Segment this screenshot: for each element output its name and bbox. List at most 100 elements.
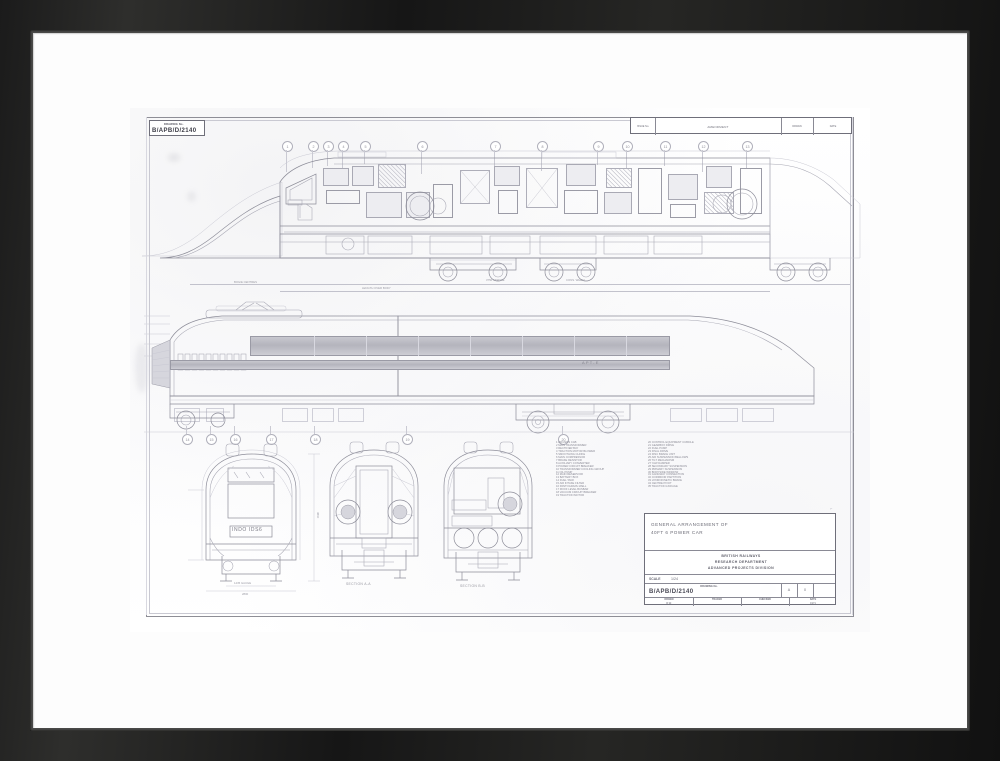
equipment-module-hatched: [378, 164, 406, 188]
parts-list-item: 13 BATTERY BOX: [556, 476, 579, 480]
side-elevation-bogies: [144, 403, 854, 434]
dimension-line: [280, 291, 770, 292]
sheet-border-inner: [149, 120, 851, 614]
parts-list-item: 20 CONTROL EQUIPMENT CUBICLE: [648, 441, 694, 444]
title-block-dwg-no-label: DRAWING No.: [700, 584, 718, 588]
sheet-border-outer: [146, 117, 854, 617]
dimension-text: 3810: [316, 512, 320, 519]
bodyside-glazing-band: [170, 360, 670, 370]
dimension-text: 2800: [242, 592, 249, 596]
parts-list-item: 17 ROOF LEVEL BUSBAR: [556, 488, 589, 492]
equipment-module-braced: [526, 168, 558, 208]
title-block: GENERAL ARRANGEMENT OF 40FT 6 POWER CAR …: [644, 513, 836, 606]
organisation-line1: BRITISH RAILWAYS: [721, 554, 761, 558]
equipment-module: [668, 174, 698, 200]
drawing-title-line2: 40FT 6 POWER CAR: [651, 529, 704, 535]
parts-list-item: 15 AIR INTAKE FILTER: [556, 482, 585, 486]
drawing-number-label: DRAWING No.: [164, 122, 184, 126]
callout-leader: [312, 150, 313, 168]
footer-date-label: DATE: [809, 598, 817, 601]
callout-balloon: 5: [360, 141, 371, 152]
revision-col-issue: ISSUE No.: [636, 125, 650, 128]
parts-list-item: 14 FUEL TANK: [556, 479, 575, 483]
paper-blemish: [135, 343, 149, 393]
parts-list-item: 21 GEARBOX DRIVE: [648, 443, 674, 447]
equipment-module: [706, 166, 732, 188]
parts-list-item: 19 TRACTION MOTOR: [556, 494, 585, 498]
callout-balloon: 18: [310, 434, 321, 445]
callout-balloon: 20: [558, 434, 569, 445]
parts-list-item: 8 AUXILIARY CONVERTER: [556, 461, 590, 465]
section-aa-geometry: [329, 441, 419, 579]
callout-balloon: 9: [593, 141, 604, 152]
view-section-bb: SECTION B-B: [422, 438, 552, 590]
equipment-module: [564, 190, 598, 214]
equipment-module: [323, 168, 349, 186]
parts-list-item: 10 TRANSFORMER COOLING GROUP: [556, 467, 605, 471]
callout-balloon: 10: [622, 141, 633, 152]
equipment-module: [326, 190, 360, 204]
parts-list-item: 12 MAIN RESERVOIR: [556, 473, 583, 477]
callout-balloon: 19: [402, 434, 413, 445]
parts-list-item: 5 SMOOTHING CHOKE: [556, 452, 586, 456]
footer-date-value: 1971: [810, 602, 816, 605]
front-elevation-geometry: [188, 443, 320, 592]
equipment-module: [352, 166, 374, 186]
parts-list-item: 30 BODYSIDE WINDOW: [648, 470, 679, 474]
bodyside-branding: APT-E: [582, 360, 600, 365]
callout-leader: [626, 150, 627, 169]
equipment-module-hatched: [704, 192, 734, 214]
parts-list-item: 3 RECTIFIER BAY: [556, 446, 579, 450]
view-caption: SECTION B-B: [460, 584, 485, 588]
parts-list-item: 26 TILT MECHANISM: [648, 458, 675, 462]
callout-balloon: 13: [742, 141, 753, 152]
revision-col-date: DATE: [829, 125, 837, 128]
drawing-number-value: B/APB/D/2140: [152, 127, 197, 134]
sheet-letter: A: [787, 588, 791, 592]
dimension-text: 1435 GAUGE: [234, 581, 252, 585]
callout-balloon: 14: [182, 434, 193, 445]
drawing-number-tag: DRAWING No. B/APB/D/2140: [149, 120, 205, 136]
parts-list-item: 1 DRIVERS CAB: [556, 441, 577, 444]
dimension-text: CONS. WHEEL: [566, 278, 586, 282]
title-block-dwg-no-value: B/APB/D/2140: [649, 589, 694, 595]
parts-list-item: 33 HYDROKINETIC BRAKE: [648, 479, 682, 483]
parts-list-item: 22 FUEL PUMP: [648, 446, 668, 450]
parts-list-item: 11 OIL PUMP: [556, 470, 573, 474]
parts-list-item: 4 TRACTION MOTOR BLOWER: [556, 449, 596, 453]
callout-leader: [342, 150, 343, 170]
callout-leader: [746, 150, 747, 168]
footer-traced-label: TRACED: [712, 598, 722, 601]
view-plan-elevation: APT-E: [130, 300, 870, 445]
callout-balloon: 6: [417, 141, 428, 152]
parts-list-item: 27 YAW DAMPER: [648, 461, 670, 465]
callout-leader: [541, 150, 542, 171]
dimension-text: LENGTH OVER BODY: [362, 286, 391, 290]
parts-list-item: 23 FINAL DRIVE: [648, 449, 669, 453]
parts-list-item: 2 MAIN TRANSFORMER: [556, 443, 587, 447]
equipment-module-hatched: [606, 168, 632, 188]
side-section-geometry: [141, 150, 861, 259]
dimension-text: 3750 STROKE: [486, 278, 505, 282]
parts-list-left: 1 DRIVERS CAB 2 MAIN TRANSFORMER 3 RECTI…: [556, 441, 605, 498]
parts-list-item: 9 POWER CIRCUIT BREAKER: [556, 464, 594, 468]
revision-col-amendment: AMENDMENT: [707, 124, 729, 129]
side-elevation-geometry: [144, 301, 815, 405]
footer-drawn-value: R.W.: [666, 602, 672, 605]
callout-balloon: 2: [308, 141, 319, 152]
drawing-sheet: DRAWING No. B/APB/D/2140 ISSUE No. AMEND…: [130, 108, 870, 632]
equipment-module-braced: [460, 170, 490, 204]
revision-block: ISSUE No. AMENDMENT DRAWN DATE: [630, 117, 852, 135]
callout-balloon: 17: [266, 434, 277, 445]
scale-value: 1/24: [671, 577, 678, 581]
sheet-guide: [146, 117, 147, 615]
drawing-title-line1: GENERAL ARRANGEMENT OF: [651, 521, 729, 527]
equipment-module: [604, 192, 632, 214]
dimension-text: BOGIE CENTRES: [234, 280, 258, 284]
section-bb-geometry: [443, 441, 533, 581]
callout-leader: [494, 150, 495, 167]
organisation-line3: ADVANCED PROJECTS DIVISION: [707, 566, 775, 570]
parts-list-item: 29 PRIMARY SUSPENSION: [648, 467, 683, 471]
paper-blemish: [168, 154, 180, 161]
callout-leader: [327, 150, 328, 166]
